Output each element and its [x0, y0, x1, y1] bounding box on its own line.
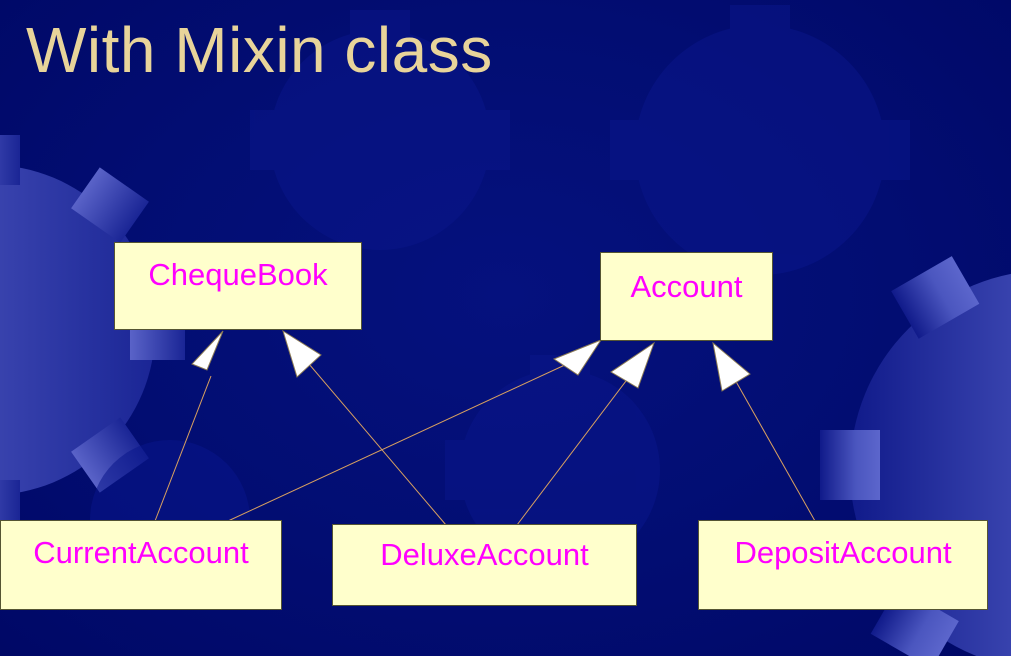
- connector-current-to-account: [227, 363, 568, 522]
- class-box-chequebook: ChequeBook: [114, 242, 362, 330]
- connector-deluxe-to-account: [516, 376, 630, 526]
- class-box-deluxe-account: DeluxeAccount: [332, 524, 637, 606]
- connector-current-to-chequebook: [154, 375, 212, 522]
- slide-title: With Mixin class: [26, 14, 493, 86]
- class-box-account: Account: [600, 252, 773, 341]
- class-label-current-account: CurrentAccount: [33, 535, 249, 570]
- class-box-current-account: CurrentAccount: [0, 520, 282, 610]
- inheritance-arrowhead-icon: [712, 341, 751, 392]
- connector-deposit-to-account: [733, 377, 816, 522]
- class-label-deposit-account: DepositAccount: [734, 535, 952, 570]
- class-label-account: Account: [630, 269, 743, 304]
- inheritance-arrowhead-icon: [282, 329, 322, 378]
- inheritance-arrowhead-icon: [610, 341, 655, 389]
- class-label-deluxe-account: DeluxeAccount: [380, 537, 589, 572]
- class-label-chequebook: ChequeBook: [148, 257, 328, 292]
- class-box-deposit-account: DepositAccount: [698, 520, 988, 610]
- inheritance-arrowhead-icon: [552, 338, 603, 376]
- inheritance-arrowhead-icon: [191, 330, 224, 371]
- connector-deluxe-to-chequebook: [308, 363, 447, 526]
